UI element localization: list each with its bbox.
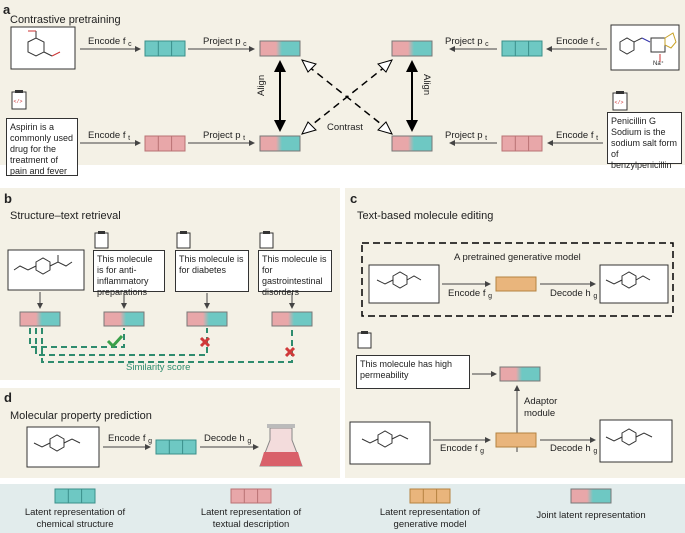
aspirin-text-box: Aspirin is a commonly used drug for the … — [6, 118, 78, 176]
text-box-b2: This molecule is for diabetes — [175, 250, 249, 292]
ibuprofen-structure-c3 — [349, 421, 431, 465]
legend-label-joint: Joint latent representation — [536, 510, 646, 521]
legend-swatch-orange — [409, 488, 451, 504]
clipboard-icon-left: </> — [11, 90, 27, 110]
clipboard-icon-c — [357, 331, 372, 349]
svg-text:</>: </> — [615, 100, 624, 106]
penicillin-structure-box — [610, 24, 680, 71]
label-na: Na⁺ — [653, 61, 664, 67]
label-encode-t-right: Encode f t — [556, 130, 599, 142]
legend-label-generative: Latent representation of generative mode… — [379, 507, 481, 530]
vector-joint-b-1 — [19, 311, 61, 327]
penicillin-text-box: Penicillin G Sodium is the sodium salt f… — [607, 112, 682, 170]
label-project-t-right: Project p t — [445, 130, 488, 142]
label-project-c-right: Project p c — [445, 36, 489, 48]
vector-teal-a-right-top — [501, 40, 543, 57]
label-contrast: Contrast — [327, 122, 363, 133]
vector-joint-b-3 — [186, 311, 228, 327]
vector-teal-a-left-top — [144, 40, 186, 57]
vector-joint-b-4 — [271, 311, 313, 327]
legend-swatch-teal — [54, 488, 96, 504]
panel-a-title: Contrastive pretraining — [10, 14, 121, 26]
vector-joint-a-3 — [391, 40, 433, 57]
label-project-t-left: Project p t — [203, 130, 246, 142]
vector-orange-c-2 — [495, 432, 537, 448]
label-encode-c-left: Encode f c — [88, 36, 132, 48]
svg-text:</>: </> — [14, 99, 23, 105]
vector-pink-a-left-bottom — [144, 135, 186, 152]
label-align-left: Align — [256, 74, 267, 96]
label-adaptor-module: Adaptor module — [524, 396, 558, 419]
flask-icon — [259, 424, 303, 467]
vector-joint-c — [499, 366, 541, 382]
label-project-c-left: Project p c — [203, 36, 247, 48]
label-d-decode: Decode h g — [204, 433, 252, 445]
vector-joint-a-4 — [391, 135, 433, 152]
panel-a-label: a — [3, 2, 11, 17]
label-encode-c-right: Encode f c — [556, 36, 600, 48]
legend-swatch-joint — [570, 488, 612, 504]
clipboard-icon-b3 — [259, 231, 274, 249]
label-similarity-score: Similarity score — [126, 362, 191, 373]
vector-teal-d — [155, 439, 197, 455]
contrast-arrowhead-br — [377, 121, 393, 135]
clipboard-icon-right: </> — [612, 91, 628, 111]
vector-joint-b-2 — [103, 311, 145, 327]
contrast-arrowhead-tr — [377, 59, 393, 73]
panel-d-title: Molecular property prediction — [10, 410, 152, 422]
label-c-decode-2: Decode h g — [550, 443, 598, 455]
similarity-links — [29, 328, 293, 363]
label-d-encode: Encode f g — [108, 433, 153, 445]
ibuprofen-structure-c1 — [368, 264, 440, 304]
contrast-arrowhead-bl — [301, 121, 317, 135]
ibuprofen-structure-c2 — [599, 264, 669, 304]
text-box-b3: This molecule is for gastrointestinal di… — [258, 250, 332, 297]
text-box-b1: This molecule is for anti-inflammatory p… — [93, 250, 165, 297]
contrast-arrowhead-tl — [301, 59, 317, 73]
label-align-right: Align — [421, 74, 432, 96]
label-encode-t-left: Encode f t — [88, 130, 131, 142]
legend-swatch-pink — [230, 488, 272, 504]
text-box-c: This molecule has high permeability — [356, 355, 470, 389]
panel-d-label: d — [4, 390, 12, 405]
legend-label-textual: Latent representation of textual descrip… — [200, 507, 302, 530]
pretrained-model-dashed-box — [361, 242, 674, 317]
legend-label-chemical: Latent representation of chemical struct… — [24, 507, 126, 530]
panel-b-title: Structure–text retrieval — [10, 210, 121, 222]
vector-orange-c-1 — [495, 276, 537, 292]
ibuprofen-structure-c4 — [599, 419, 673, 463]
panel-c-label: c — [350, 191, 358, 206]
label-c-encode-1: Encode f g — [448, 288, 493, 300]
checkmark-icon — [106, 334, 124, 349]
ibuprofen-structure-d — [26, 426, 100, 468]
vector-pink-a-right-bottom — [501, 135, 543, 152]
label-pretrained-model: A pretrained generative model — [454, 252, 581, 263]
clipboard-icon-b1 — [94, 231, 109, 249]
contrast-line-2 — [307, 65, 387, 129]
cross-icon-1 — [199, 336, 211, 348]
aspirin-structure-box — [10, 26, 76, 70]
panel-c-title: Text-based molecule editing — [357, 210, 494, 222]
ibuprofen-structure-b — [7, 249, 85, 291]
vector-joint-a-2 — [259, 135, 301, 152]
vector-joint-a-1 — [259, 40, 301, 57]
label-c-encode-2: Encode f g — [440, 443, 485, 455]
clipboard-icon-b2 — [176, 231, 191, 249]
cross-icon-2 — [284, 346, 296, 358]
panel-b-label: b — [4, 191, 12, 206]
panel-a-background — [0, 0, 685, 165]
label-c-decode-1: Decode h g — [550, 288, 598, 300]
